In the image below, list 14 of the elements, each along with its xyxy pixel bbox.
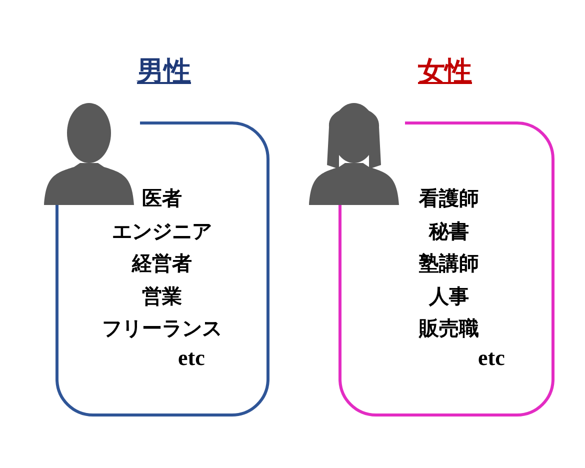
list-item: 看護師 (419, 185, 479, 211)
heading: 女性 (418, 56, 472, 88)
etc-label: etc (478, 345, 505, 371)
list-item: 経営者 (132, 250, 192, 276)
list-item: 医者 (142, 185, 182, 211)
list-item: エンジニア (112, 218, 212, 244)
list-item: 塾講師 (419, 250, 479, 276)
list-item: フリーランス (102, 315, 222, 341)
heading: 男性 (137, 56, 191, 88)
list-item: 人事 (429, 282, 469, 308)
list-item: 営業 (142, 282, 182, 308)
etc-label: etc (178, 345, 205, 371)
list-item: 販売職 (419, 315, 479, 341)
list-item: 秘書 (429, 218, 469, 244)
